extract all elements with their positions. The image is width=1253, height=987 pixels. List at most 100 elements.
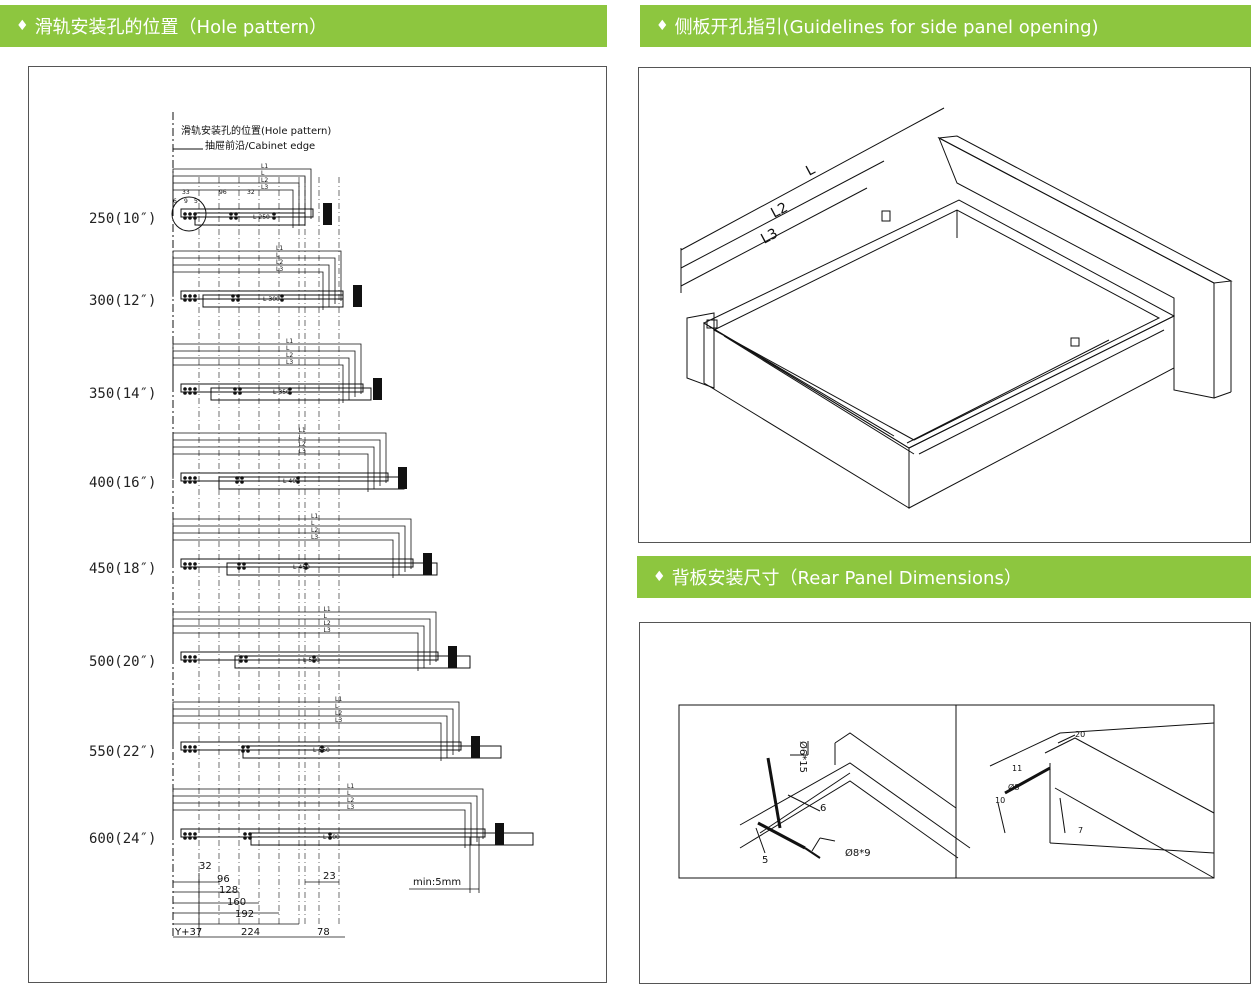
mount-hole [193, 655, 197, 659]
mount-hole [239, 659, 243, 663]
mount-hole [238, 391, 242, 395]
dimension-label-l3: L3 [335, 717, 342, 724]
dim-5: 5 [194, 198, 198, 205]
slide-size-label: 550(22″) [89, 744, 156, 760]
bullet-icon: ♦ [656, 18, 669, 34]
mount-hole [243, 836, 247, 840]
mount-hole [237, 562, 241, 566]
hole-pattern-drawing: 滑轨安装孔的位置(Hole pattern) 抽屉前沿/Cabinet edge… [89, 112, 534, 938]
dimension-label-l1: L1 [299, 427, 306, 434]
mount-hole [183, 294, 187, 298]
dimension-line [172, 715, 448, 758]
mount-hole [188, 832, 192, 836]
mount-hole [328, 836, 332, 840]
mount-hole [193, 212, 197, 216]
slide-tag: L-600 [323, 834, 340, 841]
dim-bottom-128: 128 [219, 885, 238, 896]
side-label-l: L [803, 162, 818, 180]
mount-hole [193, 294, 197, 298]
mount-hole [188, 749, 192, 753]
mount-hole [193, 562, 197, 566]
slide-tag: L-550 [313, 747, 330, 754]
dimension-label-l: L [324, 613, 328, 620]
dim-33: 33 [182, 189, 190, 196]
mount-hole [244, 655, 248, 659]
rear-dim-8: Ø8 [1008, 782, 1019, 792]
rail-outer [180, 208, 314, 218]
mount-hole [234, 216, 238, 220]
mount-hole [183, 566, 187, 570]
mount-hole [272, 212, 276, 216]
mount-hole [188, 391, 192, 395]
dimension-line [172, 802, 472, 845]
rail-inner [242, 745, 502, 759]
mount-hole [288, 387, 292, 391]
dimension-label-l: L [347, 790, 351, 797]
slide-size-label: 350(14″) [89, 386, 156, 402]
mount-hole [241, 749, 245, 753]
mount-hole [235, 476, 239, 480]
dimension-line [172, 446, 375, 489]
rear-bumper [471, 736, 480, 758]
slide-size-label: 250(10″) [89, 211, 156, 227]
slide-tag: L-450 [293, 564, 310, 571]
rear-panel-drawing: Ø6*15 6 5 Ø8*9 20 11 Ø8 10 7 [678, 704, 1215, 879]
mount-hole [233, 387, 237, 391]
dim-bottom-32: 32 [199, 861, 212, 872]
mount-hole [242, 566, 246, 570]
mount-hole [188, 387, 192, 391]
mount-hole [328, 832, 332, 836]
mount-hole [248, 832, 252, 836]
mount-hole [188, 476, 192, 480]
dimension-label-l3: L3 [261, 184, 268, 191]
dimension-label-l: L [311, 520, 315, 527]
mount-hole [280, 294, 284, 298]
dimension-label-l1: L1 [347, 783, 354, 790]
dimension-line [172, 168, 312, 219]
mount-hole [312, 655, 316, 659]
mount-hole [188, 562, 192, 566]
rear-bumper [353, 285, 362, 307]
rail-inner [202, 294, 344, 308]
rear-dim-6x15: Ø6*15 [797, 741, 809, 773]
side-label-l3: L3 [758, 226, 780, 248]
mount-hole [193, 391, 197, 395]
mount-hole [183, 212, 187, 216]
rear-bumper [423, 553, 432, 575]
mount-hole [231, 298, 235, 302]
dim-bottom-23: 23 [323, 871, 336, 882]
slide-tag: L-350 [273, 389, 290, 396]
mount-hole [246, 749, 250, 753]
dimension-label-l1: L1 [311, 513, 318, 520]
mount-hole [183, 298, 187, 302]
dimension-label-l2: L2 [261, 177, 268, 184]
dimension-label-l3: L3 [299, 448, 306, 455]
dimension-line [172, 701, 460, 752]
dimension-line [172, 518, 412, 569]
mount-hole [188, 216, 192, 220]
mount-hole [188, 836, 192, 840]
mount-hole [240, 476, 244, 480]
dimension-label-l2: L2 [299, 441, 306, 448]
mount-hole [193, 480, 197, 484]
mount-hole [188, 480, 192, 484]
mount-hole [193, 476, 197, 480]
dimension-label-l3: L3 [324, 627, 331, 634]
mount-hole [183, 832, 187, 836]
mount-hole [241, 745, 245, 749]
mount-hole [240, 480, 244, 484]
cabinet-edge-caption: 抽屉前沿/Cabinet edge [205, 139, 315, 152]
header-hole-pattern: ♦ 滑轨安装孔的位置（Hole pattern） [0, 5, 607, 47]
mount-hole [248, 836, 252, 840]
rail-inner [226, 562, 438, 576]
mount-hole [183, 216, 187, 220]
mount-hole [188, 655, 192, 659]
dimension-line [172, 432, 387, 483]
mount-hole [272, 216, 276, 220]
slide-size-label: 300(12″) [89, 293, 156, 309]
rear-dim-10: 10 [995, 796, 1005, 805]
